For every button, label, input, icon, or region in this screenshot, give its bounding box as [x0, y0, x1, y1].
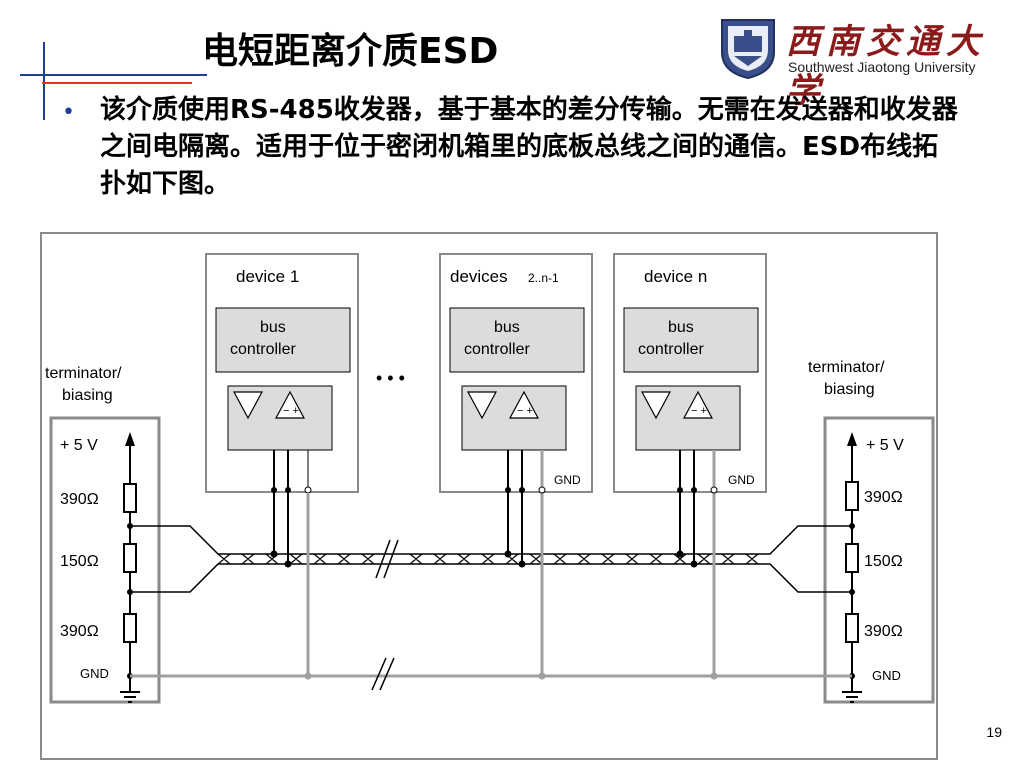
devices-middle: devices 2..n-1 bus controller − + GND — [439, 253, 593, 680]
supply-left-label: + 5 V — [60, 437, 98, 454]
resistor-right-top-label: 390Ω — [864, 489, 903, 506]
gnd-right-label: GND — [872, 668, 901, 683]
slide-title: 电短距离介质ESD — [202, 31, 499, 72]
supply-right-arrow-icon — [847, 432, 857, 446]
page-number: 19 — [986, 724, 1002, 740]
devices-mid-bus-label: bus — [494, 319, 520, 336]
resistor-right-mid-label: 150Ω — [864, 553, 903, 570]
ellipsis: • • • — [376, 368, 405, 388]
devices-mid-label: devices — [450, 267, 508, 286]
decorative-red-line — [42, 82, 192, 84]
resistor-right-bot-label: 390Ω — [864, 623, 903, 640]
supply-right-label: + 5 V — [866, 437, 904, 454]
resistor-right-mid — [845, 543, 859, 573]
terminator-right-label-line2: biasing — [824, 381, 875, 398]
device-n: device n bus controller − + GND — [613, 253, 767, 680]
svg-text:− +: − + — [517, 405, 533, 417]
gnd-left-label: GND — [80, 666, 109, 681]
bullet-dot-icon: • — [62, 100, 75, 125]
resistor-right-bot — [845, 613, 859, 643]
device-1: device 1 bus controller − + — [205, 253, 359, 680]
device-n-controller-label: controller — [638, 341, 704, 358]
devices-mid-range: 2..n-1 — [528, 271, 559, 285]
supply-left-arrow-icon — [125, 432, 135, 446]
svg-text:− +: − + — [283, 405, 299, 417]
resistor-left-top-label: 390Ω — [60, 491, 99, 508]
terminator-left-label-line1: terminator/ — [45, 365, 122, 382]
terminator-left-box — [49, 416, 161, 704]
device-n-label: device n — [644, 267, 707, 286]
device-1-controller-label: controller — [230, 341, 296, 358]
device-n-gnd-label: GND — [728, 473, 755, 487]
bullet-text: 该介质使用RS-485收发器，基于基本的差分传输。无需在发送器和收发器之间电隔离… — [100, 95, 958, 199]
device-1-label: device 1 — [236, 267, 299, 286]
terminator-right-box — [823, 416, 935, 704]
decorative-horizontal-line — [20, 74, 207, 76]
terminator-left-label-line2: biasing — [62, 387, 113, 404]
devices-mid-gnd-label: GND — [554, 473, 581, 487]
university-emblem-icon — [721, 19, 775, 80]
resistor-left-mid-label: 150Ω — [60, 553, 99, 570]
esd-topology-diagram: terminator/ biasing + 5 V 390Ω 150Ω 390Ω… — [40, 232, 938, 760]
bullet-point: • 该介质使用RS-485收发器，基于基本的差分传输。无需在发送器和收发器之间电… — [62, 92, 962, 203]
resistor-left-bot — [123, 613, 137, 643]
svg-text:− +: − + — [691, 405, 707, 417]
university-name-cn: 西南交通大学 — [786, 22, 986, 111]
resistor-left-bot-label: 390Ω — [60, 623, 99, 640]
resistor-right-top — [845, 481, 859, 511]
university-logo: 西南交通大学 Southwest Jiaotong University — [718, 14, 998, 111]
device-n-bus-label: bus — [668, 319, 694, 336]
device-1-bus-label: bus — [260, 319, 286, 336]
terminator-right-label-line1: terminator/ — [808, 359, 885, 376]
devices-mid-controller-label: controller — [464, 341, 530, 358]
resistor-left-mid — [123, 543, 137, 573]
decorative-vertical-line — [43, 42, 45, 120]
university-name-en: Southwest Jiaotong University — [788, 59, 976, 75]
twisted-pair-pattern — [217, 553, 759, 565]
resistor-left-top — [123, 483, 137, 513]
